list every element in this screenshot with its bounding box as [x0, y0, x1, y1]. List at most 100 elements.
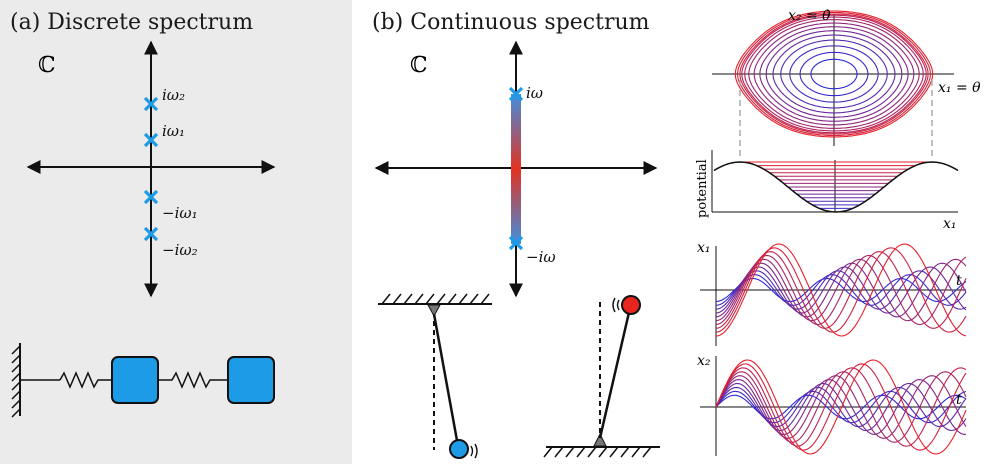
continuous-spectrum-band — [511, 94, 521, 244]
hatch-line — [381, 293, 391, 305]
potential-energy-levels — [740, 161, 932, 209]
hatch-line — [11, 372, 21, 382]
hatch-line — [11, 381, 21, 391]
x2-trajectories — [715, 359, 967, 455]
x1-trajectories — [715, 243, 967, 337]
hatch-line — [609, 446, 619, 458]
time-series-x2: x₂ t — [697, 353, 967, 456]
x2-y-label: x₂ — [697, 353, 711, 369]
x2-t-label: t — [956, 392, 962, 408]
trajectory — [715, 243, 967, 337]
wall-hatching — [11, 345, 21, 418]
phase-orbit — [739, 13, 929, 135]
hatch-line — [436, 293, 446, 305]
mass-spring-system — [11, 343, 275, 418]
panel-a-eigenvalues: iω₂ iω₁ −iω₁ −iω₂ — [143, 86, 198, 259]
pivot — [427, 304, 441, 318]
eigenvalue-marker — [143, 189, 159, 205]
phase-portrait: x₂ = θ̇ x₁ = θ — [712, 8, 981, 160]
spring-1 — [59, 371, 112, 389]
trajectory — [715, 375, 967, 439]
motion-marks — [470, 443, 478, 459]
pendulum-bob-inverted — [621, 295, 641, 315]
phase-x-label: x₁ = θ — [938, 80, 981, 96]
potential-x-label: x₁ — [943, 216, 957, 232]
x1-t-label: t — [956, 273, 962, 289]
eigenvalue-label: iω₁ — [162, 122, 185, 140]
hatch-line — [11, 399, 21, 409]
trajectory — [715, 359, 967, 455]
pendulum-rod — [432, 313, 460, 447]
phase-orbits — [734, 10, 934, 138]
hatch-line — [565, 446, 575, 458]
eigenvalue-label: iω₂ — [162, 86, 185, 104]
trajectory — [715, 277, 967, 303]
eigenvalue-marker — [143, 96, 159, 112]
phase-orbit — [759, 26, 909, 122]
ceiling-hatching — [381, 293, 490, 305]
hatch-line — [598, 446, 608, 458]
eigenvalue-marker — [143, 132, 159, 148]
potential-y-label: potential — [695, 159, 710, 218]
pendulum-bob — [449, 439, 469, 459]
hatch-line — [11, 363, 21, 373]
hatch-line — [543, 446, 553, 458]
eigenvalue-marker — [508, 235, 524, 251]
potential-plot: potential x₁ — [695, 150, 959, 232]
hatch-line — [414, 293, 424, 305]
trajectory — [715, 390, 967, 424]
hatch-line — [576, 446, 586, 458]
phase-orbit — [780, 39, 888, 109]
hatch-line — [458, 293, 468, 305]
panel-a-plane-symbol: ℂ — [38, 53, 56, 78]
eigenvalue-marker — [508, 86, 524, 102]
phase-orbit — [734, 10, 934, 138]
hatch-line — [447, 293, 457, 305]
phase-orbit — [753, 22, 915, 126]
phase-y-label: x₂ = θ̇ — [788, 8, 831, 24]
hatch-line — [11, 345, 21, 355]
panel-b-complex-plane: ℂ iω −iω — [374, 40, 658, 298]
trajectory — [715, 367, 967, 447]
trajectory — [715, 363, 967, 451]
trajectory — [715, 274, 967, 306]
phase-orbit — [741, 14, 927, 134]
phase-orbit — [765, 30, 903, 118]
pivot-inverted — [593, 432, 607, 447]
hatch-line — [11, 354, 21, 364]
hatch-line — [392, 293, 402, 305]
pendulum-inverted — [543, 295, 660, 458]
phase-orbit — [799, 51, 869, 97]
pendulum-rod-inverted — [598, 307, 632, 439]
eigenvalue-label: −iω₁ — [162, 204, 198, 222]
phase-orbit — [772, 34, 896, 114]
eigenvalue-label: −iω₂ — [162, 241, 198, 259]
mass-2 — [227, 356, 275, 404]
phase-orbit — [748, 19, 920, 129]
hatch-line — [11, 408, 21, 418]
phase-orbit — [789, 45, 879, 103]
hatch-line — [469, 293, 479, 305]
hatch-line — [11, 390, 21, 400]
potential-curve — [713, 161, 959, 213]
trajectory — [715, 371, 967, 443]
hatch-line — [480, 293, 490, 305]
hatch-line — [403, 293, 413, 305]
trajectory — [715, 251, 967, 329]
hatch-line — [642, 446, 652, 458]
panel-a-complex-plane: ℂ iω₂ iω₁ −iω₁ −iω₂ — [26, 40, 276, 298]
phase-orbit — [737, 11, 931, 137]
trajectory — [715, 386, 967, 428]
floor-hatching — [543, 446, 652, 458]
panel-b-plane-symbol: ℂ — [410, 53, 428, 78]
panel-a-title: (a) Discrete spectrum — [10, 10, 254, 35]
trajectory — [715, 270, 967, 310]
eigenvalue-label: −iω — [526, 248, 556, 266]
phase-orbit — [810, 58, 858, 90]
panel-b-eigenvalues: iω −iω — [508, 84, 556, 266]
panel-b-title: (b) Continuous spectrum — [372, 10, 650, 35]
eigenvalue-label: iω — [526, 84, 543, 102]
hatch-line — [631, 446, 641, 458]
eigenvalue-marker — [143, 226, 159, 242]
